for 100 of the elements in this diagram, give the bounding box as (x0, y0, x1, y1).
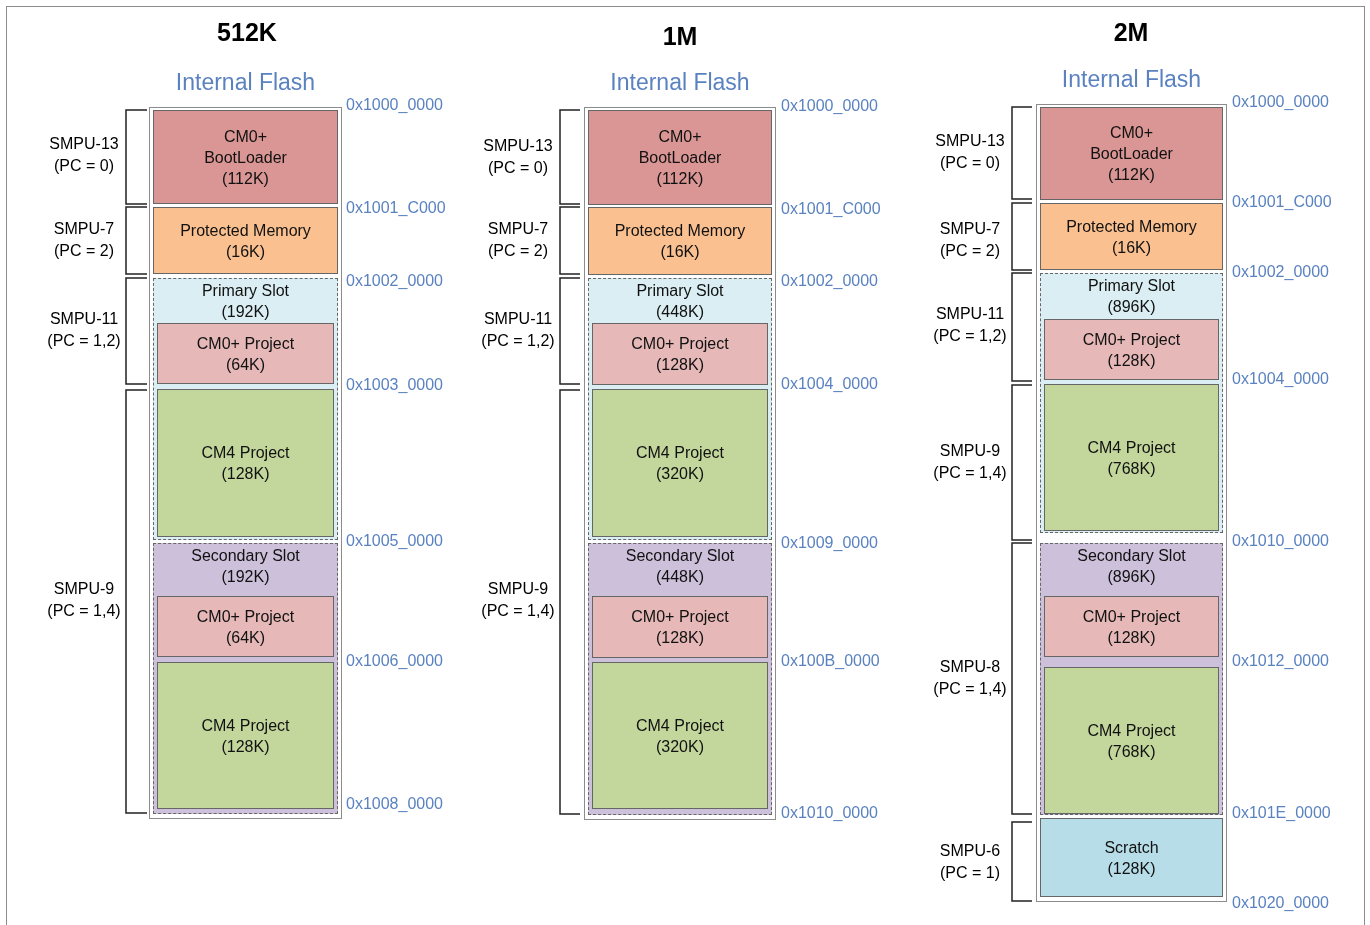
region-label: SMPU-13 (49, 135, 119, 153)
address-label: 0x1002_0000 (781, 272, 878, 290)
region-label: (PC = 0) (940, 154, 1000, 172)
block-name: CM4 Project (1087, 437, 1176, 458)
block-name: CM0+ BootLoader (1089, 123, 1174, 164)
block-name: CM0+ Project (196, 606, 295, 627)
block-name: Secondary Slot (191, 546, 300, 566)
block-size: (112K) (656, 169, 704, 189)
block-size: (64K) (225, 354, 266, 375)
region-label: SMPU-9 (487, 580, 549, 598)
block-name: Primary Slot (636, 281, 724, 301)
block-size: (16K) (1111, 237, 1152, 258)
memory-block (1044, 384, 1219, 531)
block-size: (896K) (1107, 297, 1156, 317)
block-size: (320K) (656, 736, 704, 757)
memory-block (1040, 818, 1223, 897)
memory-block (592, 662, 768, 809)
region-heading: Internal Flash (174, 72, 317, 93)
block-size: (192K) (221, 302, 270, 322)
address-label: 0x1000_0000 (781, 97, 878, 115)
region-label: (PC = 1) (940, 864, 1000, 882)
block-name: Protected Memory (614, 221, 746, 241)
address-label: 0x1000_0000 (346, 96, 443, 114)
address-label: 0x1012_0000 (1232, 652, 1329, 670)
block-size: (128K) (221, 464, 270, 484)
region-heading: Internal Flash (609, 72, 751, 93)
memory-block (1044, 667, 1219, 814)
address-label: 0x1006_0000 (346, 652, 443, 670)
region-label: SMPU-13 (483, 137, 553, 155)
memory-block (588, 110, 772, 205)
address-label: 0x1001_C000 (781, 200, 881, 218)
column-title: 512K (217, 17, 277, 47)
block-size: (128K) (1107, 627, 1156, 648)
region-label: SMPU-8 (939, 658, 1001, 676)
region-label: SMPU-11 (49, 310, 119, 328)
region-label: SMPU-6 (939, 842, 1001, 860)
address-label: 0x1010_0000 (781, 804, 878, 822)
block-name: CM4 Project (636, 443, 724, 463)
block-name: Secondary Slot (1077, 546, 1186, 566)
block-name: Secondary Slot (625, 546, 735, 566)
block-name: CM4 Project (201, 443, 290, 463)
block-name: CM4 Project (1087, 720, 1176, 741)
address-label: 0x1000_0000 (1232, 93, 1329, 111)
memory-block (1044, 596, 1219, 657)
region-label: (PC = 0) (488, 159, 548, 177)
block-name: CM0+ BootLoader (637, 127, 723, 168)
block-name: CM0+ Project (1082, 606, 1181, 627)
memory-block (1040, 203, 1223, 270)
memory-block (1040, 107, 1223, 200)
block-name: CM0+ Project (196, 333, 295, 354)
block-size: (128K) (221, 736, 270, 757)
address-label: 0x1004_0000 (1232, 370, 1329, 388)
region-label: (PC = 1,2) (481, 332, 555, 350)
slot-region (153, 543, 338, 814)
block-size: (112K) (1108, 165, 1155, 185)
address-label: 0x1010_0000 (1232, 532, 1329, 550)
region-label: SMPU-7 (53, 220, 115, 238)
block-size: (192K) (221, 567, 270, 587)
block-name: Protected Memory (1066, 216, 1197, 237)
block-size: (768K) (1107, 458, 1156, 479)
region-label: (PC = 0) (54, 157, 114, 175)
block-name: Protected Memory (180, 220, 311, 241)
slot-region (1040, 543, 1223, 815)
region-label: (PC = 1,4) (933, 680, 1007, 698)
address-label: 0x1001_C000 (346, 199, 446, 217)
block-name: CM0+ Project (631, 607, 729, 627)
block-name: CM0+ BootLoader (203, 126, 288, 168)
memory-block (153, 207, 338, 274)
memory-block (157, 389, 334, 537)
block-size: (896K) (1107, 567, 1156, 587)
block-size: (64K) (225, 627, 266, 648)
memory-block (592, 323, 768, 385)
column-title: 2M (1113, 17, 1149, 47)
region-label: (PC = 1,4) (481, 602, 555, 620)
region-label: (PC = 1,4) (47, 602, 121, 620)
slot-region (588, 278, 772, 540)
block-size: (128K) (656, 355, 704, 375)
memory-block (157, 323, 334, 384)
memory-block (157, 596, 334, 657)
memory-block (592, 596, 768, 658)
block-size: (128K) (656, 628, 704, 648)
block-size: (128K) (1107, 350, 1156, 371)
block-size: (112K) (222, 168, 269, 189)
address-label: 0x1009_0000 (781, 534, 878, 552)
region-label: SMPU-7 (487, 220, 549, 238)
block-name: CM4 Project (636, 715, 724, 736)
region-label: (PC = 1,4) (933, 464, 1007, 482)
block-size: (320K) (656, 464, 704, 484)
block-name: Primary Slot (1087, 276, 1176, 296)
address-label: 0x1004_0000 (781, 375, 878, 393)
region-label: SMPU-9 (53, 580, 115, 598)
memory-block (592, 389, 768, 537)
address-label: 0x1005_0000 (346, 532, 443, 550)
region-heading: Internal Flash (1060, 69, 1203, 90)
region-label: SMPU-13 (935, 132, 1005, 150)
column-title: 1M (662, 21, 698, 51)
address-label: 0x1020_0000 (1232, 894, 1329, 912)
region-label: SMPU-11 (935, 305, 1005, 323)
region-label: SMPU-7 (939, 220, 1001, 238)
block-size: (448K) (656, 302, 704, 322)
